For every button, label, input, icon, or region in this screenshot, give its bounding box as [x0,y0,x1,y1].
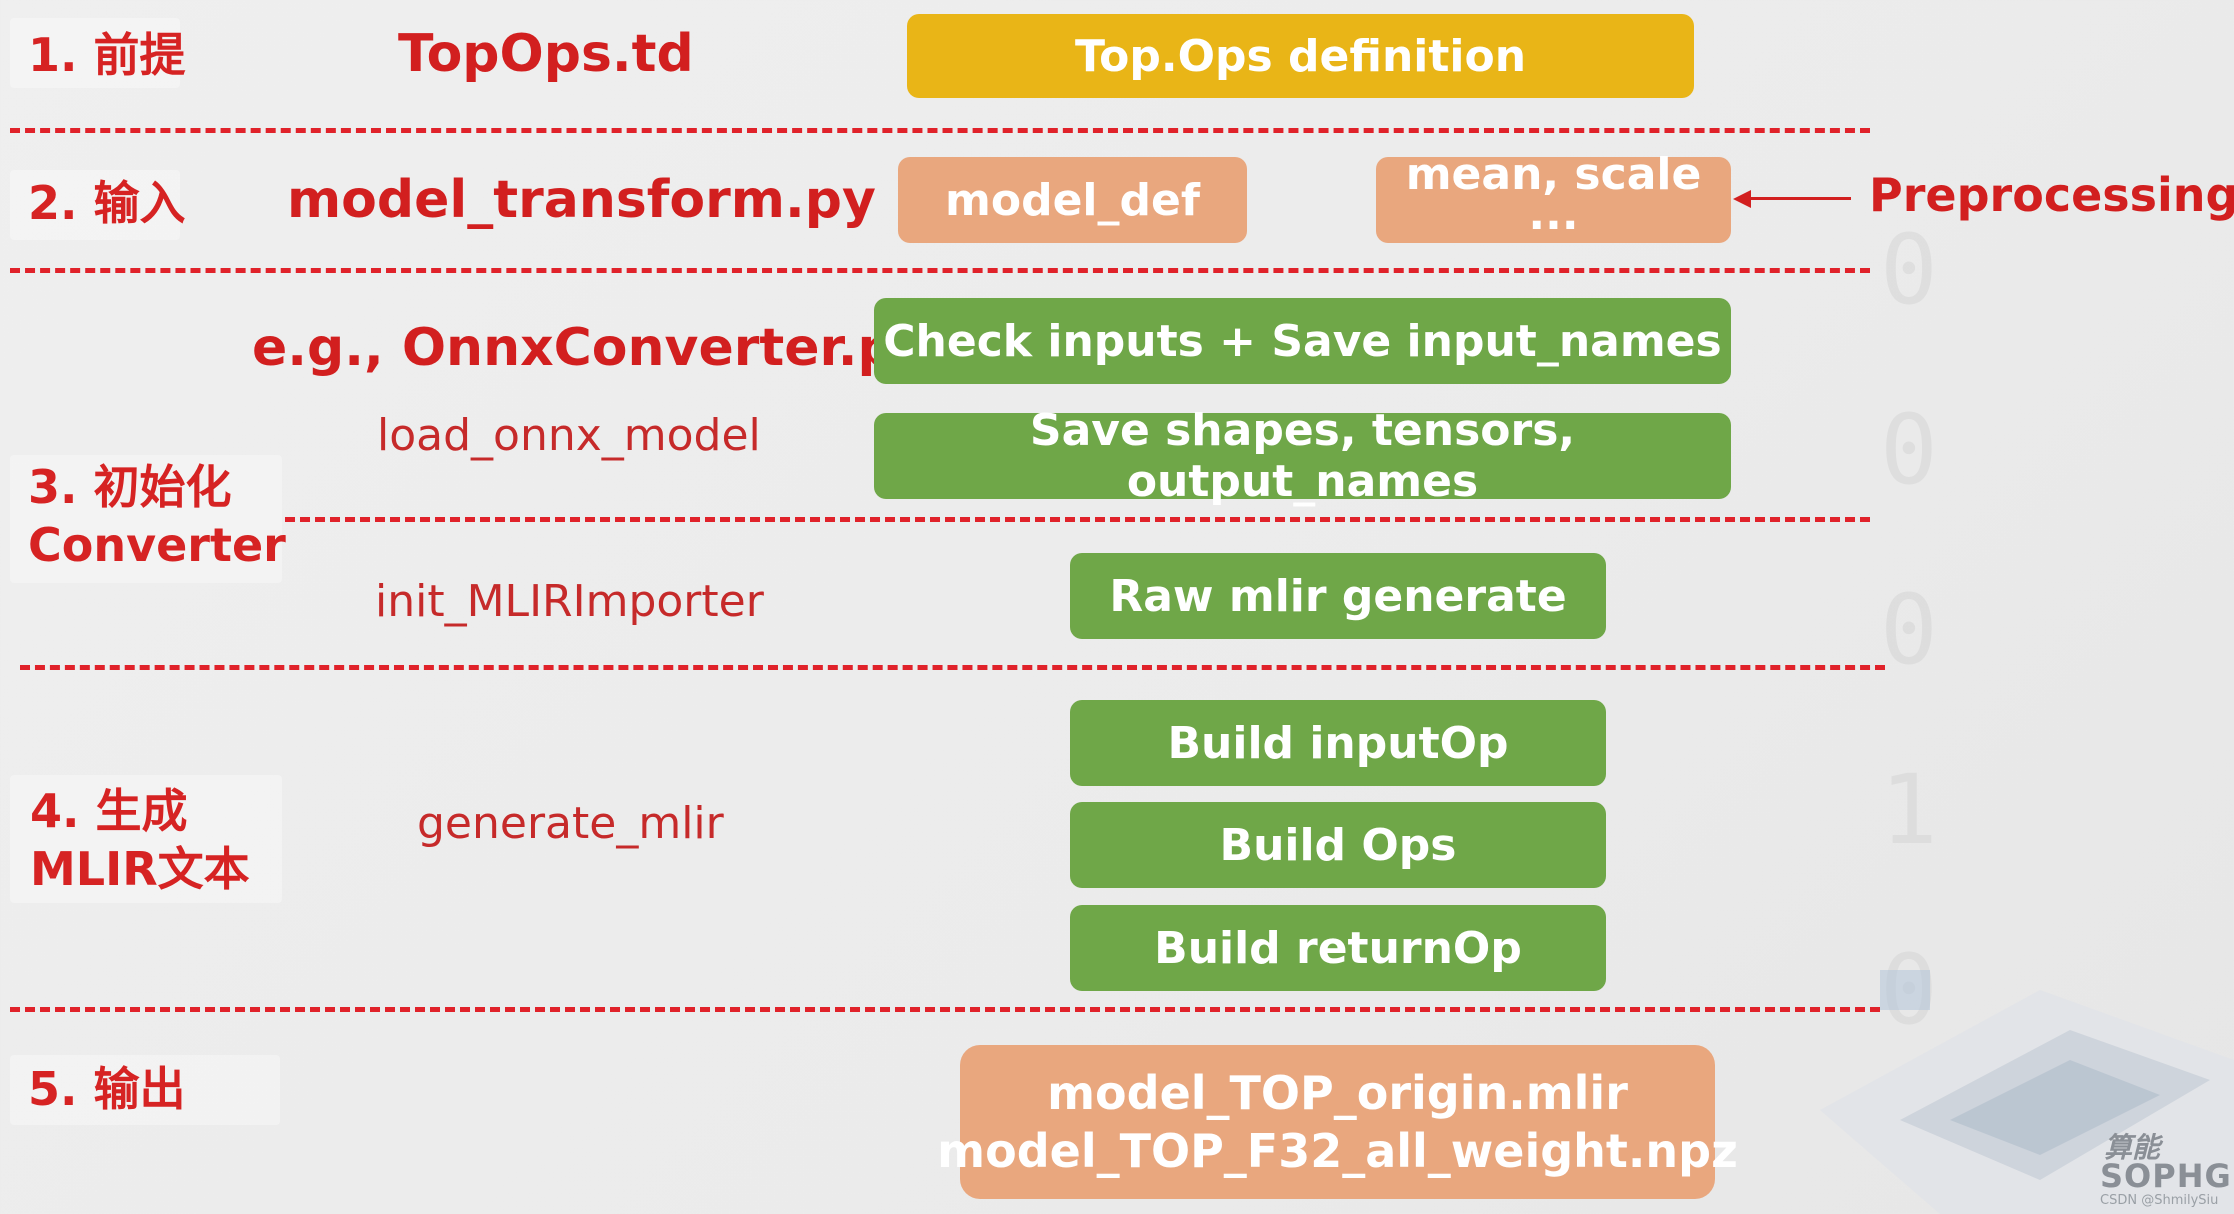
logo-brand: SOPHG [2100,1157,2232,1195]
logo-credit: CSDN @ShmilySiu [2100,1193,2219,1208]
output-file-mlir: model_TOP_origin.mlir [1047,1066,1628,1120]
function-label-init-mlirimporter: init_MLIRImporter [375,576,764,627]
box-raw-mlir-generate: Raw mlir generate [1070,553,1606,639]
stage-label-bg-4 [10,775,282,903]
divider-3 [285,517,1870,522]
stage-label-4-line-2: MLIR文本 [30,842,250,896]
stage-label-5: 5. 输出 [28,1060,186,1118]
chip-graphic [1820,970,2234,1214]
stage-label-bg-2 [10,170,180,240]
file-label-onnx-converter: e.g., OnnxConverter.py [252,318,929,378]
divider-2 [10,268,1870,273]
preprocessing-annotation: Preprocessing [1869,168,2234,222]
stage-label-3-line-2: Converter [28,518,286,572]
stage-label-1: 1. 前提 [28,26,186,84]
output-file-npz: model_TOP_F32_all_weight.npz [937,1124,1738,1178]
preprocessing-arrow-line [1748,197,1851,200]
stage-label-4: 4. 生成 MLIR文本 [30,782,250,898]
function-label-load-onnx-model: load_onnx_model [377,410,761,461]
function-label-generate-mlir: generate_mlir [417,798,724,849]
divider-1 [10,128,1870,133]
stage-label-2: 2. 输入 [28,174,186,232]
stage-label-5-line-1: 5. 输出 [28,1062,186,1116]
stage-label-bg-3 [10,455,282,583]
preprocessing-arrow-head [1733,190,1751,208]
stage-label-bg-5 [10,1055,280,1125]
box-build-ops: Build Ops [1070,802,1606,888]
stage-label-3-line-1: 3. 初始化 [28,460,232,514]
box-build-returnop: Build returnOp [1070,905,1606,991]
stage-label-3: 3. 初始化 Converter [28,458,286,574]
stage-label-2-line-1: 2. 输入 [28,176,186,230]
box-model-def: model_def [898,157,1247,243]
box-mean-scale: mean, scale ··· [1376,149,1731,251]
file-label-topops: TopOps.td [398,24,694,84]
divider-5 [10,1007,1880,1012]
file-label-model-transform: model_transform.py [287,170,876,230]
stage-label-4-line-1: 4. 生成 [30,784,188,838]
stage-label-1-line-1: 1. 前提 [28,28,186,82]
logo-chinese: 算能 [2104,1131,2161,1164]
box-topops-definition: Top.Ops definition [907,14,1694,98]
box-output-files: model_TOP_origin.mlir model_TOP_F32_all_… [937,1045,1738,1199]
divider-4 [20,665,1885,670]
stage-label-bg-1 [10,18,180,88]
box-save-shapes: Save shapes, tensors, output_names [874,405,1731,507]
box-check-inputs: Check inputs + Save input_names [874,298,1731,384]
box-build-inputop: Build inputOp [1070,700,1606,786]
